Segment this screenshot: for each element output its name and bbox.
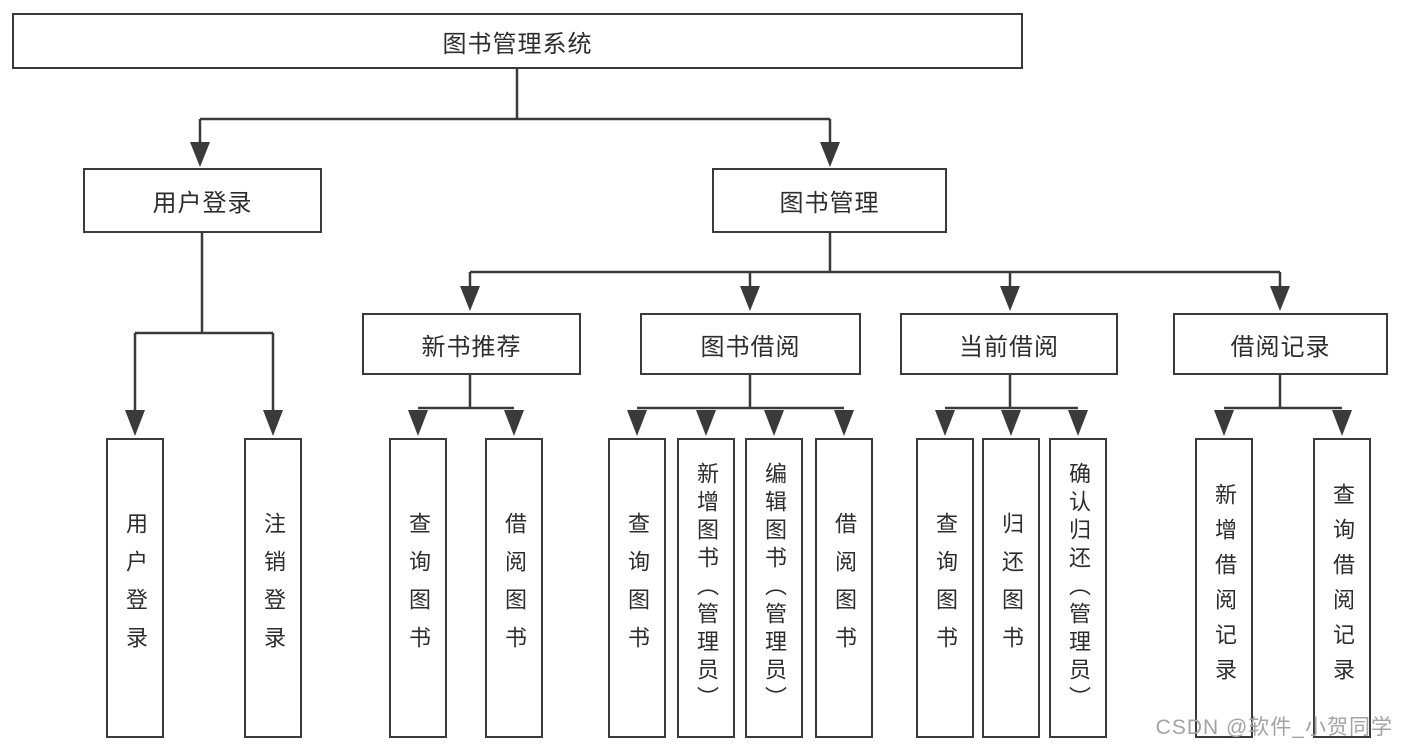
leaf-borrow-books-recommend: 借阅图书 [485,438,543,738]
node-library-management-system: 图书管理系统 [12,13,1023,69]
leaf-logout: 注销登录 [244,438,302,738]
leaf-add-borrow-record: 新增借阅记录 [1195,438,1253,738]
node-book-borrowing: 图书借阅 [640,313,861,375]
leaf-return-books: 归还图书 [982,438,1040,738]
node-current-borrowing: 当前借阅 [900,313,1118,375]
node-user-login: 用户登录 [83,168,322,233]
leaf-query-borrow-record: 查询借阅记录 [1313,438,1371,738]
node-borrowing-records: 借阅记录 [1173,313,1388,375]
leaf-confirm-return-admin: 确认归还（管理员） [1049,438,1107,738]
leaf-borrow-books: 借阅图书 [815,438,873,738]
node-book-management: 图书管理 [712,168,947,233]
csdn-watermark: CSDN @软件_小贺同学 [1155,716,1393,739]
leaf-user-login: 用户登录 [106,438,164,738]
leaf-add-books-admin: 新增图书（管理员） [677,438,735,738]
leaf-query-books-borrowing: 查询图书 [608,438,666,738]
leaf-query-books-current: 查询图书 [916,438,974,738]
node-new-book-recommendation: 新书推荐 [362,313,581,375]
leaf-query-books-recommend: 查询图书 [389,438,447,738]
leaf-edit-books-admin: 编辑图书（管理员） [745,438,803,738]
